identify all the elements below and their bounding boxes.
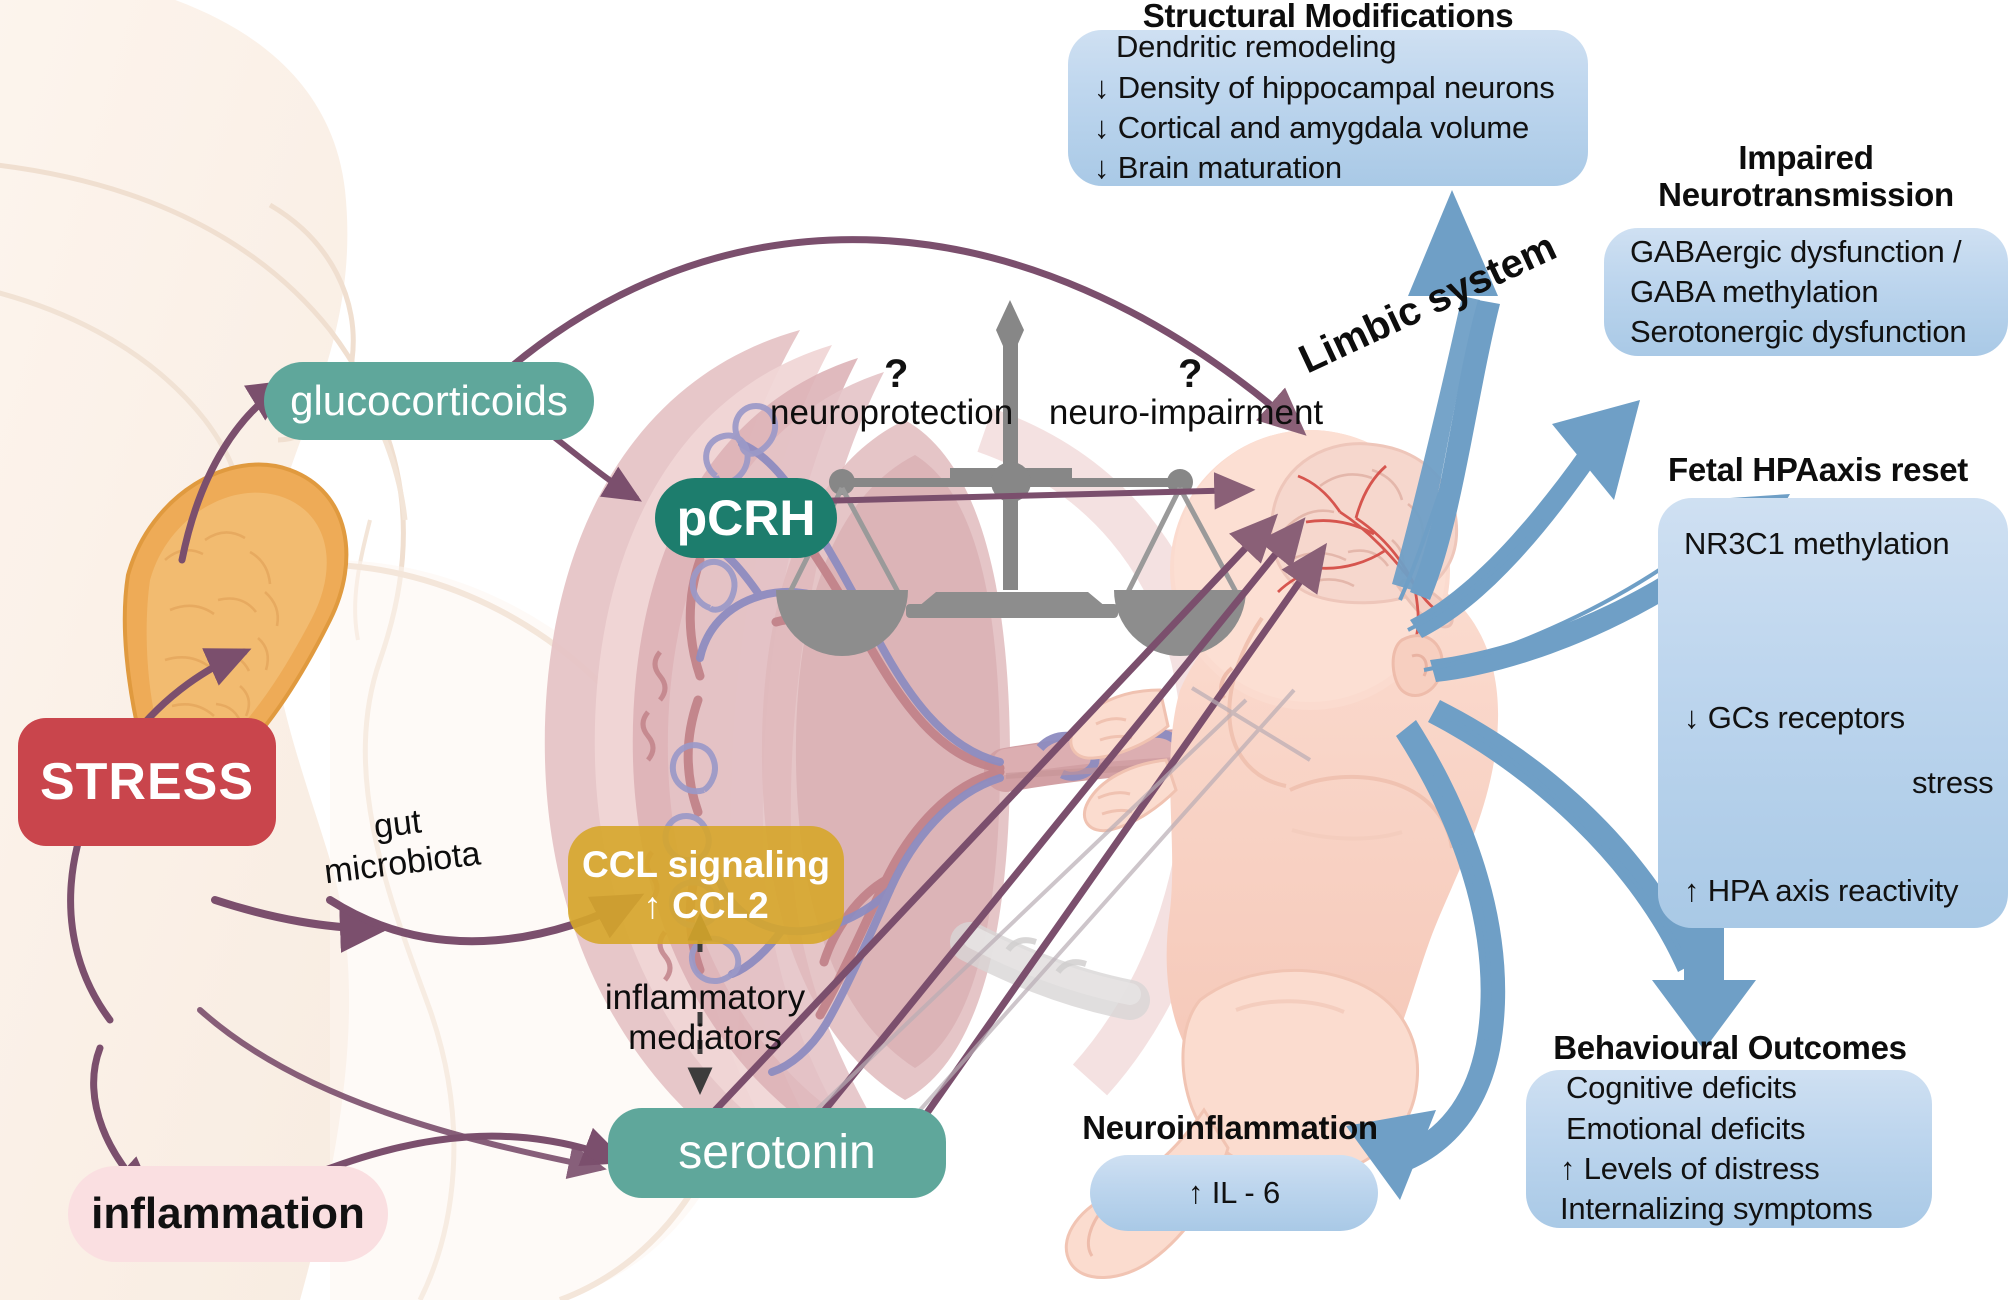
fetal-hpa-line-hpa-reactivity: ↑ HPA axis reactivity	[1684, 872, 1959, 908]
fetal-hpa-line-nr3c1: NR3C1 methylation	[1684, 526, 1950, 561]
ccl-signaling-node: CCL signaling ↑ CCL2	[568, 826, 844, 944]
neuroprotection-label: neuroprotection	[770, 393, 1014, 432]
structural-modifications-line-3: ↓ Cortical and amygdala volume	[1094, 110, 1530, 145]
impaired-neurotransmission-line-2: GABA methylation	[1630, 273, 1879, 309]
glucocorticoids-label: glucocorticoids	[290, 377, 568, 425]
behavioural-outcomes-line-4: Internalizing symptoms	[1560, 1191, 1873, 1227]
structural-modifications-line-2: ↓ Density of hippocampal neurons	[1094, 69, 1555, 105]
neuroinflammation-box: ↑ IL - 6	[1090, 1155, 1378, 1231]
ccl-signaling-line-1: CCL signaling	[581, 843, 831, 885]
impaired-neurotransmission-line-1: GABAergic dysfunction /	[1630, 233, 1962, 269]
stress-label: STRESS	[39, 752, 255, 811]
neuro-impairment-label: neuro-impairment	[1048, 393, 1324, 432]
behavioural-outcomes-title: Behavioural Outcomes	[1553, 1029, 1907, 1066]
behavioural-outcomes-line-3: ↑ Levels of distress	[1560, 1151, 1820, 1186]
purple-long-arc-arrows	[468, 236, 1307, 436]
structural-modifications-box: Dendritic remodeling ↓ Density of hippoc…	[1068, 29, 1588, 186]
neuroinflammation-line-il6: ↑ IL - 6	[1187, 1174, 1280, 1210]
neuro-impairment-question-mark: ?	[1178, 352, 1203, 396]
blue-outcome-arrows	[1346, 190, 1790, 1200]
inflammation-label: inflammation	[91, 1189, 365, 1239]
pcrh-label: pCRH	[676, 490, 816, 546]
neuroinflammation-title: Neuroinflammation	[1082, 1109, 1378, 1146]
inflammation-node: inflammation	[68, 1166, 388, 1262]
serotonin-label: serotonin	[678, 1126, 876, 1180]
glucocorticoids-node: glucocorticoids	[264, 362, 594, 440]
impaired-neurotransmission-title: Impaired Neurotransmission	[1658, 139, 1954, 213]
structural-modifications-line-4: ↓ Brain maturation	[1094, 150, 1342, 186]
structural-modifications-title: Structural Modifications	[1142, 0, 1514, 34]
ccl-signaling-line-2: ↑ CCL2	[643, 885, 769, 926]
impaired-neurotransmission-box: GABAergic dysfunction / GABA methylation…	[1604, 228, 2008, 356]
balance-scale-icon	[776, 300, 1246, 656]
faint-ray-lines	[788, 686, 1312, 1157]
fetal-hpa-axis-reset-title: Fetal HPAaxis reset	[1667, 451, 1968, 488]
behavioural-outcomes-line-1: Cognitive deficits	[1566, 1070, 1797, 1106]
neuroprotection-question-mark: ?	[884, 352, 909, 396]
impaired-neurotransmission-line-3: Serotonergic dysfunction	[1630, 314, 1967, 350]
structural-modifications-line-1: Dendritic remodeling	[1116, 29, 1397, 65]
fetal-hpa-line-gcs-receptors: ↓ GCs receptors	[1684, 700, 1905, 736]
inflammatory-mediators-label: inflammatory mediators	[604, 978, 806, 1058]
pcrh-node: pCRH	[655, 478, 837, 558]
serotonin-node: serotonin	[608, 1108, 946, 1198]
behavioural-outcomes-box: Cognitive deficits Emotional deficits ↑ …	[1526, 1070, 1932, 1228]
behavioural-outcomes-line-2: Emotional deficits	[1566, 1110, 1806, 1146]
fetal-hpa-axis-reset-box: NR3C1 methylation ↓ GCs receptors stress…	[1658, 498, 2008, 928]
fetal-hpa-line-stress: stress	[1912, 764, 1994, 800]
stress-node: STRESS	[18, 718, 276, 846]
